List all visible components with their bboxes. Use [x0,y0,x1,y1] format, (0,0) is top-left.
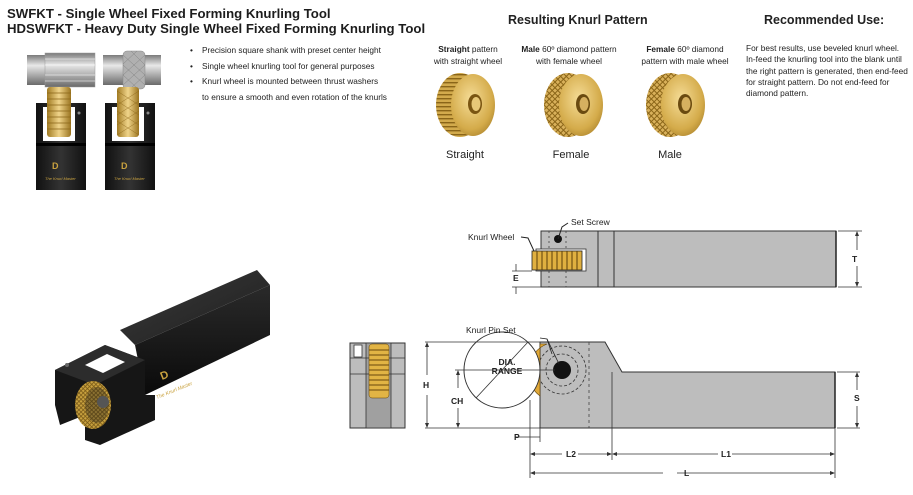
dim-CH: CH [451,396,464,406]
male-knurl-wheel-icon [646,73,705,137]
pattern-caption-female: Female 60º diamond pattern with male whe… [641,44,729,66]
recommended-use-heading: Recommended Use: [764,13,885,27]
dim-H: H [423,380,430,390]
dia-range-label: DIA. RANGE [491,357,523,376]
pattern-name-straight: Straight [446,149,484,161]
knurl-pin-set-callout: Knurl Pin Set [466,325,516,335]
svg-text:The Knurl Master: The Knurl Master [114,176,145,181]
dim-P: P [514,432,520,442]
straight-knurl-wheel-icon [436,73,495,137]
svg-text:D: D [52,161,59,171]
recommended-use-text: For best results, use beveled knurl whee… [746,43,908,99]
svg-text:The Knurl Master: The Knurl Master [45,176,76,181]
dim-S: S [854,393,860,403]
side-view-drawing [349,331,860,478]
svg-text:D: D [159,369,171,383]
feature-item: Single wheel knurling tool for general p… [188,59,387,75]
title-line-1: SWFKT - Single Wheel Fixed Forming Knurl… [7,6,331,21]
knurling-in-action-photos: D The Knurl Master D The Knurl Master [27,50,161,190]
pattern-caption-male: Male 60º diamond pattern with female whe… [521,44,617,66]
knurl-pin-icon [553,361,571,379]
feature-list: Precision square shank with preset cente… [188,43,387,105]
dim-L1: L1 [721,449,731,459]
title-line-2: HDSWFKT - Heavy Duty Single Wheel Fixed … [7,21,426,36]
feature-item: Knurl wheel is mounted between thrust wa… [188,74,387,90]
pattern-name-female: Female [552,149,590,161]
tool-3d-render: D The Knurl Master [55,270,270,445]
set-screw-callout: Set Screw [571,217,610,227]
top-view-drawing [512,222,862,294]
knurl-wheel-drawing [531,250,583,271]
knurl-wheel-callout: Knurl Wheel [468,232,515,242]
end-view-drawing [349,342,406,429]
pattern-caption-straight: Straight pattern with straight wheel [433,44,503,66]
feature-item-continuation: to ensure a smooth and even rotation of … [202,91,387,102]
svg-text:D: D [121,161,128,171]
pattern-name-male: Male [658,149,682,161]
knurl-pattern-heading: Resulting Knurl Pattern [508,13,648,27]
diamond-knurl-photo: D The Knurl Master [103,50,161,190]
dim-L: L [684,468,690,478]
product-title: SWFKT - Single Wheel Fixed Forming Knurl… [7,6,425,36]
feature-item: Precision square shank with preset cente… [188,43,387,59]
dim-E: E [513,273,519,283]
dim-T: T [852,254,858,264]
dim-L2: L2 [566,449,576,459]
female-knurl-wheel-icon [544,73,603,137]
straight-knurl-photo: D The Knurl Master [27,52,96,190]
knurl-wheels [436,73,705,137]
